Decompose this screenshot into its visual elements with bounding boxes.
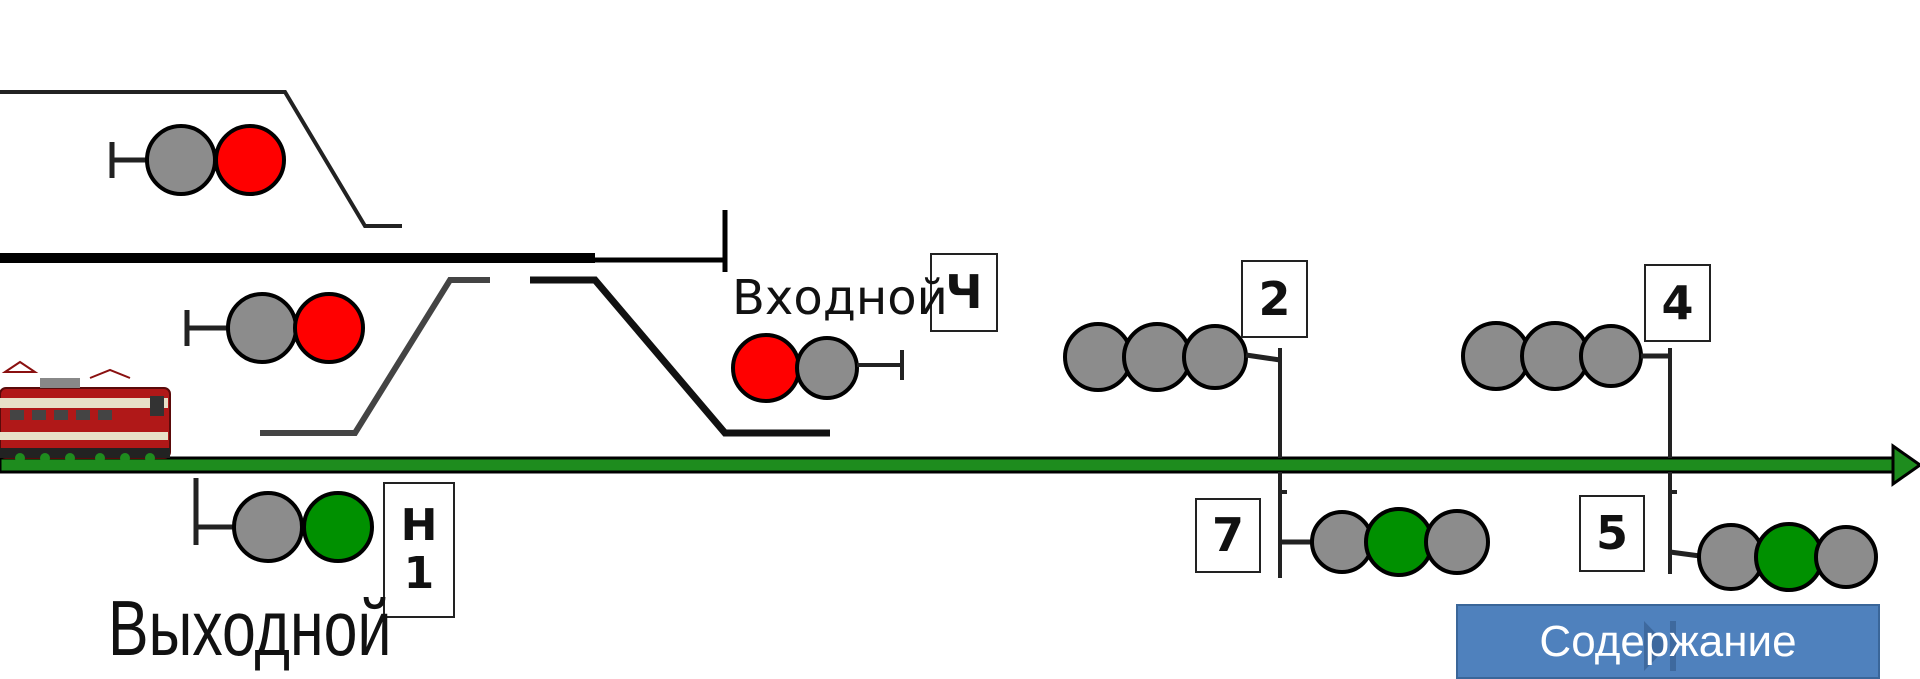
block-5-label: 5	[1579, 495, 1645, 572]
middle-left-signal	[184, 292, 365, 364]
upper-left-signal	[109, 124, 286, 196]
block-signal-4	[1461, 321, 1672, 458]
lamp-green	[302, 491, 374, 563]
entry-signal-label: Ч	[930, 253, 998, 332]
entry-signal	[731, 333, 904, 403]
lamp-red	[731, 333, 801, 403]
block-signal-5	[1668, 472, 1878, 592]
exit-signal-caption: Выходной	[108, 584, 392, 672]
block-signal-7	[1278, 472, 1490, 578]
lamp-off	[795, 336, 859, 400]
exit-signal	[193, 478, 374, 563]
contents-button[interactable]: Содержание	[1456, 604, 1880, 679]
station-track	[0, 210, 728, 272]
lamp-off	[232, 491, 304, 563]
block-4-label: 4	[1644, 264, 1711, 342]
block-signal-2	[1063, 322, 1282, 458]
entry-signal-caption: Входной	[732, 270, 948, 326]
lamp-off	[145, 124, 217, 196]
block-7-label: 7	[1195, 498, 1261, 573]
lamp-red	[293, 292, 365, 364]
main-track-arrow	[0, 443, 1920, 487]
lamp-off	[226, 292, 298, 364]
contents-button-label: Содержание	[1539, 616, 1797, 666]
lamp-red	[214, 124, 286, 196]
next-slide-icon	[1644, 621, 1676, 671]
block-2-label: 2	[1241, 260, 1308, 338]
upper-siding-track	[0, 90, 402, 228]
exit-signal-label: Н 1	[383, 482, 455, 618]
left-switch-track	[260, 277, 490, 436]
locomotive-icon	[0, 360, 171, 463]
right-switch-track	[530, 276, 830, 437]
